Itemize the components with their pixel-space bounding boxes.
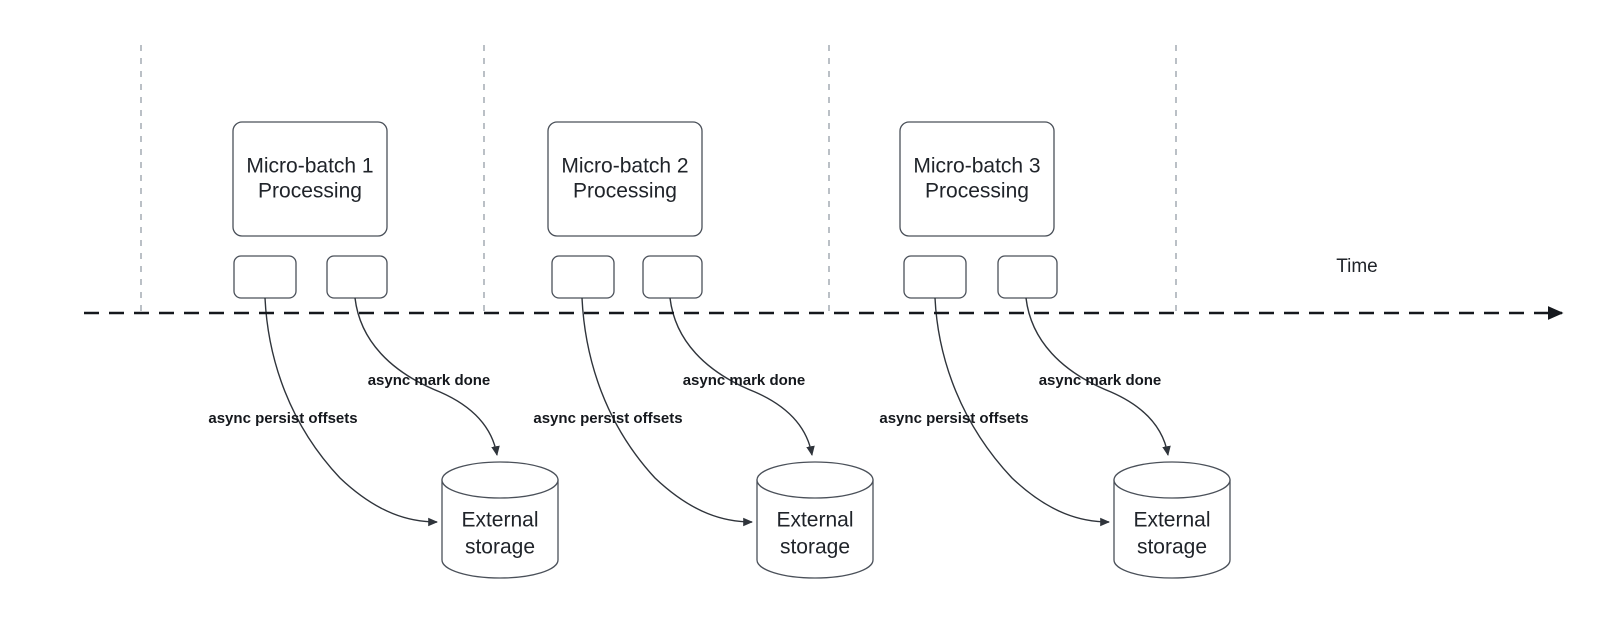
micro-batch-2-label-line2: Processing (573, 180, 677, 203)
edge-async-mark-done-1 (354, 297, 500, 456)
edge-async-mark-done-3 (1025, 297, 1171, 456)
edge-label-async-mark-done-1: async mark done (368, 372, 491, 389)
edge-async-persist-offsets-3 (934, 297, 1110, 527)
micro-batch-3-label-line1: Micro-batch 3 (913, 155, 1040, 178)
external-storage-cylinder-1[interactable]: External storage (441, 461, 559, 579)
timeline-axis-label: Time (1336, 256, 1378, 277)
micro-batch-2-label-line1: Micro-batch 2 (561, 155, 688, 178)
edge-label-async-persist-offsets-1: async persist offsets (208, 410, 357, 427)
micro-batch-1-task-box-left[interactable] (233, 255, 297, 299)
external-storage-2-label-line1: External (776, 509, 853, 532)
micro-batch-3-task-box-left[interactable] (903, 255, 967, 299)
external-storage-cylinder-2[interactable]: External storage (756, 461, 874, 579)
edge-label-async-mark-done-3: async mark done (1039, 372, 1162, 389)
micro-batch-3-task-box-right[interactable] (997, 255, 1058, 299)
edge-async-mark-done-2 (669, 297, 815, 456)
edge-async-persist-offsets-2 (581, 297, 753, 527)
batch-group-1: Micro-batch 1 Processing async persist o… (208, 121, 559, 579)
external-storage-1-label-line1: External (461, 509, 538, 532)
edge-label-async-persist-offsets-2: async persist offsets (533, 410, 682, 427)
external-storage-3-label-line2: storage (1137, 536, 1207, 559)
micro-batch-2-box[interactable] (547, 121, 703, 237)
external-storage-3-label-line1: External (1133, 509, 1210, 532)
edge-label-async-persist-offsets-3: async persist offsets (879, 410, 1028, 427)
micro-batch-1-box[interactable] (232, 121, 388, 237)
micro-batch-2-task-box-left[interactable] (551, 255, 615, 299)
micro-batch-2-task-box-right[interactable] (642, 255, 703, 299)
external-storage-1-label-line2: storage (465, 536, 535, 559)
edge-async-persist-offsets-1 (264, 297, 438, 527)
timeline-tick-group (140, 45, 1177, 313)
micro-batch-1-task-box-right[interactable] (326, 255, 388, 299)
micro-batch-3-label-line2: Processing (925, 180, 1029, 203)
micro-batch-1-label-line2: Processing (258, 180, 362, 203)
external-storage-cylinder-3[interactable]: External storage (1113, 461, 1231, 579)
micro-batch-3-box[interactable] (899, 121, 1055, 237)
batch-group-2: Micro-batch 2 Processing async persist o… (533, 121, 874, 579)
edge-label-async-mark-done-2: async mark done (683, 372, 806, 389)
batch-group-3: Micro-batch 3 Processing async persist o… (879, 121, 1231, 579)
external-storage-2-label-line2: storage (780, 536, 850, 559)
micro-batch-1-label-line1: Micro-batch 1 (246, 155, 373, 178)
